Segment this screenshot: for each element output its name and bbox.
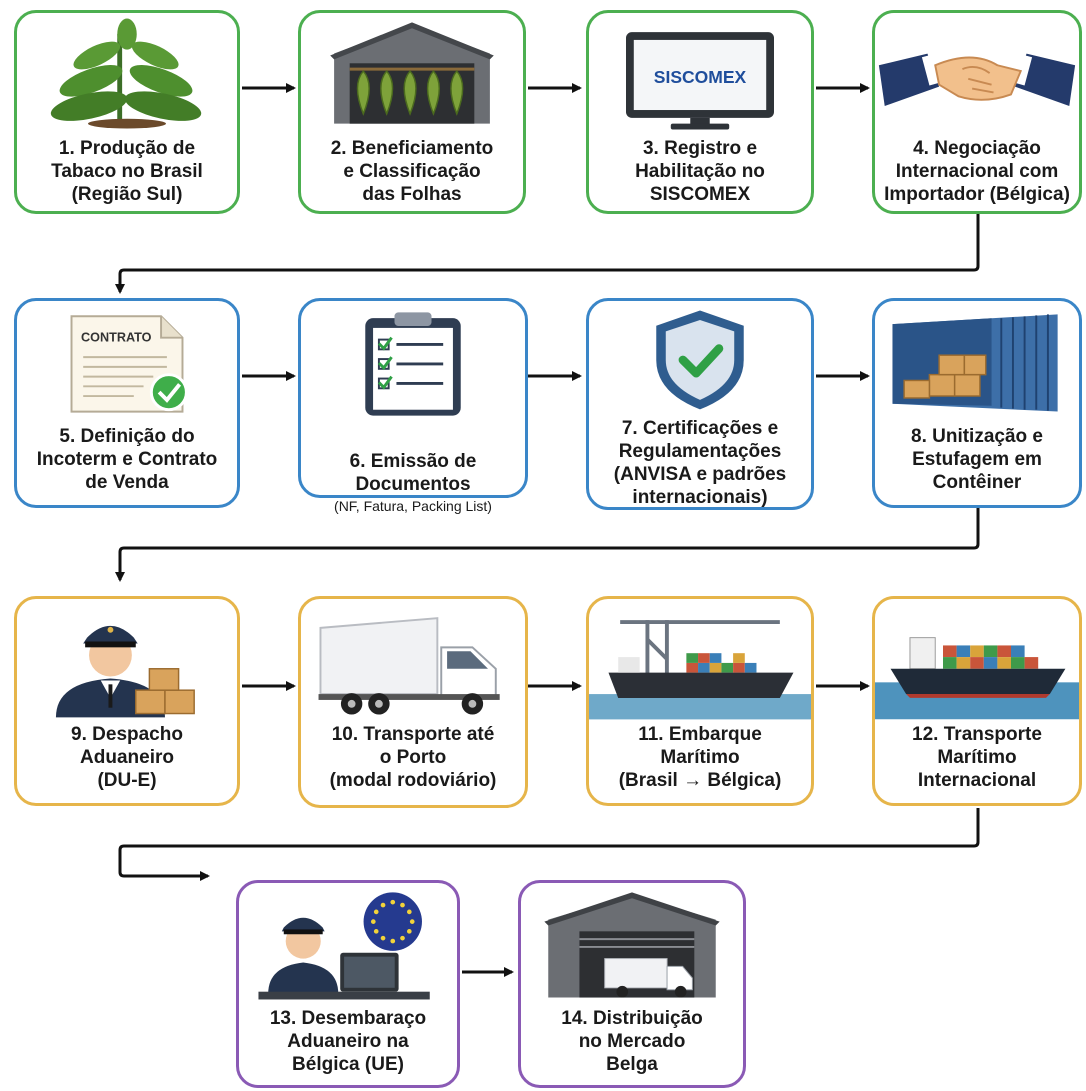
arrow-12-13 (118, 808, 980, 881)
step-card-8: 8. Unitização e Estufagem em Contêiner (872, 298, 1082, 508)
step-label-1: 1. Produção de Tabaco no Brasil (Região … (51, 138, 203, 205)
step-sublabel-6: (NF, Fatura, Packing List) (334, 498, 492, 514)
step-label-3: 3. Registro e Habilitação no SISCOMEX (635, 138, 765, 205)
step-card-13: 13. Desembaraço Aduaneiro na Bélgica (UE… (236, 880, 460, 1088)
port-crane-ship-icon (589, 620, 811, 720)
step-label-2: 2. Beneficiamento e Classificação das Fo… (330, 138, 494, 205)
arrow-4-5 (115, 204, 980, 294)
step-card-12: 12. Transporte Marítimo Internacional (872, 596, 1082, 806)
step-label-4: 4. Negociação Internacional com Importad… (884, 138, 1070, 205)
computer-monitor-icon: SISCOMEX (626, 32, 774, 130)
handshake-icon (878, 53, 1076, 107)
step-card-3: SISCOMEX 3. Registro e Habilitação no SI… (586, 10, 814, 214)
step-label-14: 14. Distribuição no Mercado Belga (561, 1008, 703, 1075)
step-label-6: 6. Emissão de Documentos (NF, Fatura, Pa… (305, 427, 521, 539)
step-card-6: 6. Emissão de Documentos (NF, Fatura, Pa… (298, 298, 528, 514)
step-card-4: 4. Negociação Internacional com Importad… (872, 10, 1082, 214)
contract-heading-text: CONTRATO (81, 331, 152, 345)
tobacco-plant-icon (50, 18, 202, 129)
step-card-7: 7. Certificações e Regulamentações (ANVI… (586, 298, 814, 510)
shipping-container-icon (892, 314, 1058, 412)
step-card-14: 14. Distribuição no Mercado Belga (518, 880, 746, 1088)
truck-icon (318, 617, 500, 715)
step-label-8: 8. Unitização e Estufagem em Contêiner (911, 426, 1043, 493)
step-card-9: 9. Despacho Aduaneiro (DU-E) (14, 596, 240, 806)
drying-barn-icon (330, 22, 494, 124)
step-label-11: 11. Embarque Marítimo (Brasil → Bélgica) (618, 724, 782, 791)
step-label-7: 7. Certificações e Regulamentações (ANVI… (613, 418, 787, 508)
contract-document-icon: CONTRATO (70, 315, 188, 413)
step-label-9: 9. Despacho Aduaneiro (DU-E) (71, 724, 183, 791)
step-label-13: 13. Desembaraço Aduaneiro na Bélgica (UE… (269, 1008, 427, 1075)
clipboard-checklist-icon (365, 312, 461, 416)
step-card-2: 2. Beneficiamento e Classificação das Fo… (298, 10, 526, 214)
step-card-10: 10. Transporte até o Porto (modal rodovi… (298, 596, 528, 808)
customs-officer-icon (55, 625, 195, 718)
siscomex-screen-text: SISCOMEX (654, 67, 747, 87)
warehouse-truck-icon (544, 892, 720, 998)
shield-check-icon (656, 310, 744, 410)
cargo-ship-icon (875, 637, 1079, 720)
step-label-10: 10. Transporte até o Porto (modal rodovi… (329, 724, 497, 791)
arrow-8-9 (115, 508, 980, 582)
step-card-5: CONTRATO 5. Definição do Incoterm e Cont… (14, 298, 240, 508)
eu-customs-officer-icon (258, 892, 430, 1000)
step-label-12: 12. Transporte Marítimo Internacional (912, 724, 1042, 791)
step-label-5: 5. Definição do Incoterm e Contrato de V… (36, 426, 218, 493)
step-card-11: 11. Embarque Marítimo (Brasil → Bélgica) (586, 596, 814, 806)
step-card-1: 1. Produção de Tabaco no Brasil (Região … (14, 10, 240, 214)
